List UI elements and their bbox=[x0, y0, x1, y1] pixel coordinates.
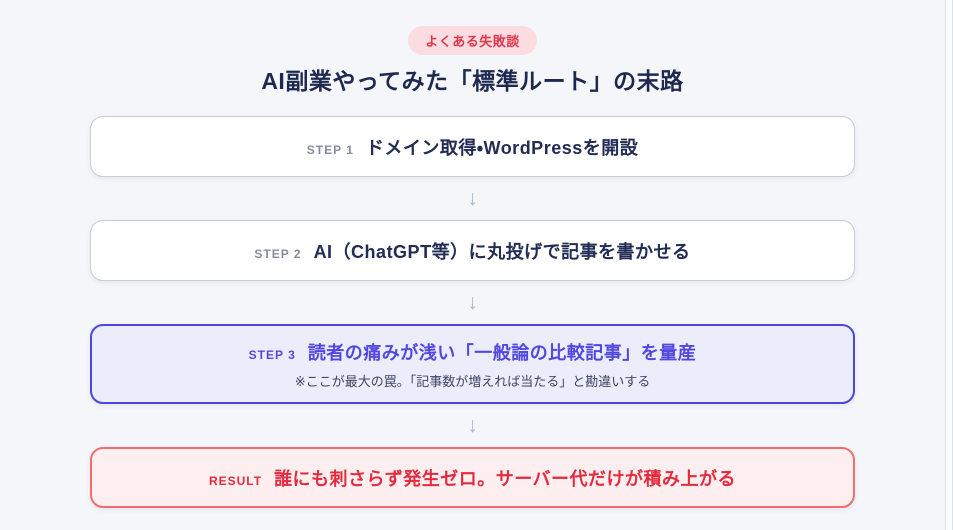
step-3-label: STEP 3 bbox=[248, 347, 296, 362]
step-2-row: STEP 2 AI（ChatGPT等）に丸投げで記事を書かせる bbox=[254, 238, 690, 264]
header: よくある失敗談 AI副業やってみた「標準ルート」の末路 bbox=[0, 0, 945, 96]
step-3-note: ※ここが最大の罠。「記事数が増えれば当たる」と勘違いする bbox=[294, 373, 651, 389]
down-arrow-icon: ↓ bbox=[467, 414, 478, 437]
down-arrow-icon: ↓ bbox=[467, 187, 478, 210]
result-label: RESULT bbox=[208, 473, 263, 488]
step-2-label: STEP 2 bbox=[254, 246, 302, 261]
step-flow: STEP 1 ドメイン取得・WordPressを開設 ↓ STEP 2 AI（C… bbox=[90, 116, 855, 508]
result-card: RESULT 誰にも刺さらず発生ゼロ。サーバー代だけが積み上がる bbox=[90, 447, 855, 508]
step-card-1: STEP 1 ドメイン取得・WordPressを開設 bbox=[90, 116, 855, 177]
step-3-text: 読者の痛みが浅い「一般論の比較記事」を量産 bbox=[307, 342, 697, 363]
result-row: RESULT 誰にも刺さらず発生ゼロ。サーバー代だけが積み上がる bbox=[209, 465, 736, 491]
page-title: AI副業やってみた「標準ルート」の末路 bbox=[261, 68, 684, 94]
scrollbar[interactable] bbox=[945, 0, 953, 530]
step-1-row: STEP 1 ドメイン取得・WordPressを開設 bbox=[307, 134, 638, 160]
step-1-label: STEP 1 bbox=[306, 142, 354, 157]
down-arrow-icon: ↓ bbox=[467, 291, 478, 314]
step-1-text: ドメイン取得・WordPressを開設 bbox=[365, 137, 639, 158]
step-2-text: AI（ChatGPT等）に丸投げで記事を書かせる bbox=[313, 241, 691, 262]
step-card-3: STEP 3 読者の痛みが浅い「一般論の比較記事」を量産 ※ここが最大の罠。「記… bbox=[90, 324, 855, 404]
failure-story-badge: よくある失敗談 bbox=[408, 26, 537, 55]
result-text: 誰にも刺さらず発生ゼロ。サーバー代だけが積み上がる bbox=[274, 468, 737, 489]
step-3-row: STEP 3 読者の痛みが浅い「一般論の比較記事」を量産 bbox=[249, 339, 697, 365]
step-card-2: STEP 2 AI（ChatGPT等）に丸投げで記事を書かせる bbox=[90, 220, 855, 281]
